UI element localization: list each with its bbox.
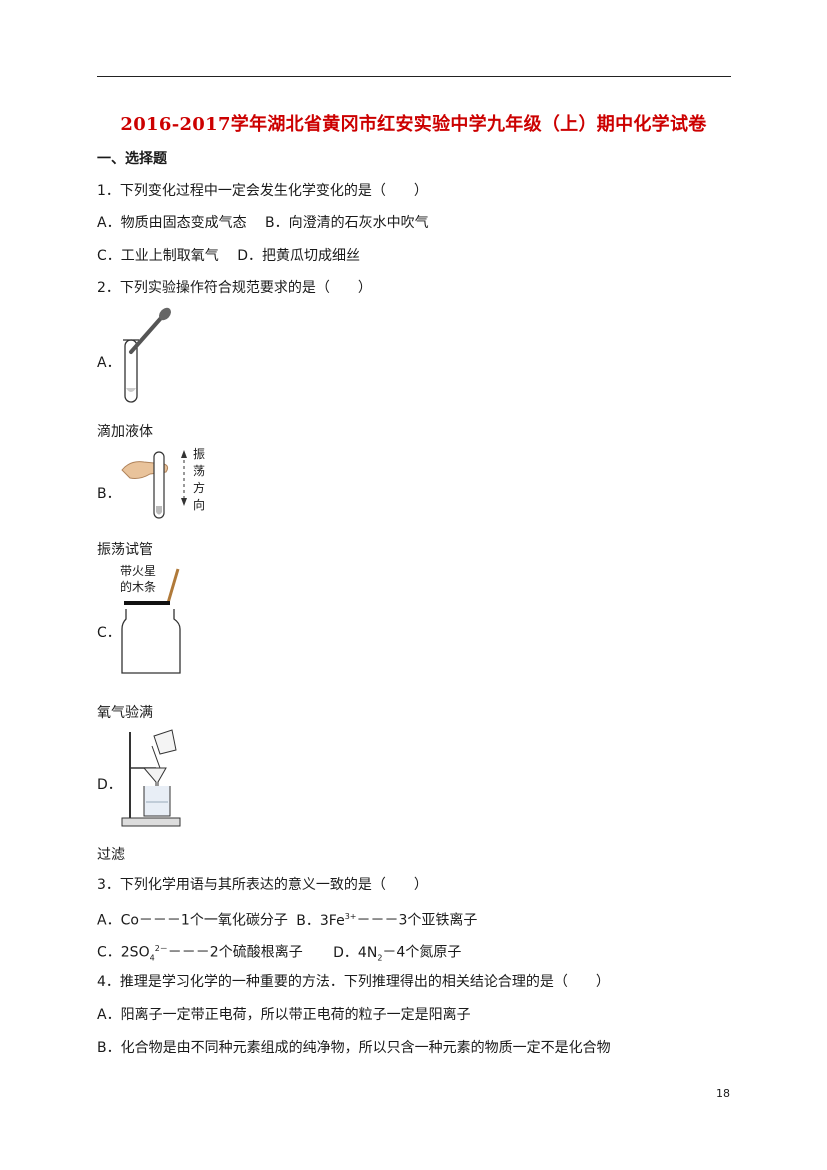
fig-text-1: 振 (193, 447, 206, 461)
question-2-stem: 2．下列实验操作符合规范要求的是（ ） (97, 280, 372, 296)
q3-option-c-subscript: 4 (149, 953, 155, 963)
option-c-label: C． (97, 625, 121, 641)
q3-option-c-prefix: C．2SO (97, 944, 150, 961)
option-a-label: A． (97, 355, 121, 371)
question-1-options-ab: A．物质由固态变成气态 B．向澄清的石灰水中吹气 (97, 215, 429, 231)
q3-option-b-charge: 3+ (344, 912, 357, 921)
question-4-stem: 4．推理是学习化学的一种重要的方法．下列推理得出的相关结论合理的是（ ） (97, 974, 610, 990)
fig-label-line-1: 带火星 (120, 564, 157, 578)
q3-option-a: A．Co－－－1个一氧化碳分子 (97, 912, 288, 929)
question-3-stem: 3．下列化学用语与其所表达的意义一致的是（ ） (97, 877, 428, 893)
page-title: 2016-2017学年湖北省黄冈市红安实验中学九年级（上）期中化学试卷 (120, 114, 707, 135)
question-1-stem: 1．下列变化过程中一定会发生化学变化的是（ ） (97, 183, 428, 199)
filtration-figure (120, 724, 185, 829)
option-c-caption: 氧气验满 (97, 705, 153, 721)
fig-text-4: 向 (193, 498, 206, 512)
section-heading: 一、选择题 (97, 151, 167, 167)
q3-option-d-prefix: D．4N (333, 944, 378, 961)
header-rule (97, 76, 731, 77)
fig-label-line-2: 的木条 (120, 580, 157, 594)
question-3-options-cd: C．2SO42－－－－2个硫酸根离子 D．4N2－4个氮原子 (97, 940, 461, 967)
q3-option-b-prefix: B．3Fe (296, 912, 345, 929)
fig-text-2: 荡 (193, 464, 206, 478)
option-a-caption: 滴加液体 (97, 424, 153, 440)
dropper-figure (117, 306, 177, 406)
question-4-option-a: A．阳离子一定带正电荷，所以带正电荷的粒子一定是阳离子 (97, 1007, 471, 1023)
option-d-caption: 过滤 (97, 847, 125, 863)
option-b-label: B． (97, 486, 121, 502)
q3-option-d-subscript: 2 (377, 953, 383, 963)
page-number: 18 (716, 1087, 730, 1100)
shake-tube-figure: 振 荡 方 向 (120, 446, 210, 520)
q3-option-d-meaning: －4个氮原子 (382, 944, 462, 961)
q3-option-c-charge: 2－ (154, 944, 168, 953)
fig-text-3: 方 (193, 481, 206, 495)
option-b-caption: 振荡试管 (97, 542, 153, 558)
q3-option-b-meaning: －－－3个亚铁离子 (356, 912, 478, 929)
question-4-option-b: B．化合物是由不同种元素组成的纯净物，所以只含一种元素的物质一定不是化合物 (97, 1040, 611, 1056)
question-1-options-cd: C．工业上制取氧气 D．把黄瓜切成细丝 (97, 248, 361, 264)
option-d-label: D． (97, 777, 122, 793)
q3-option-c-meaning: －－－2个硫酸根离子 (167, 944, 303, 961)
question-3-options-ab: A．Co－－－1个一氧化碳分子 B．3Fe3+－－－3个亚铁离子 (97, 908, 477, 930)
splint-bottle-figure: 带火星 的木条 (118, 563, 188, 677)
